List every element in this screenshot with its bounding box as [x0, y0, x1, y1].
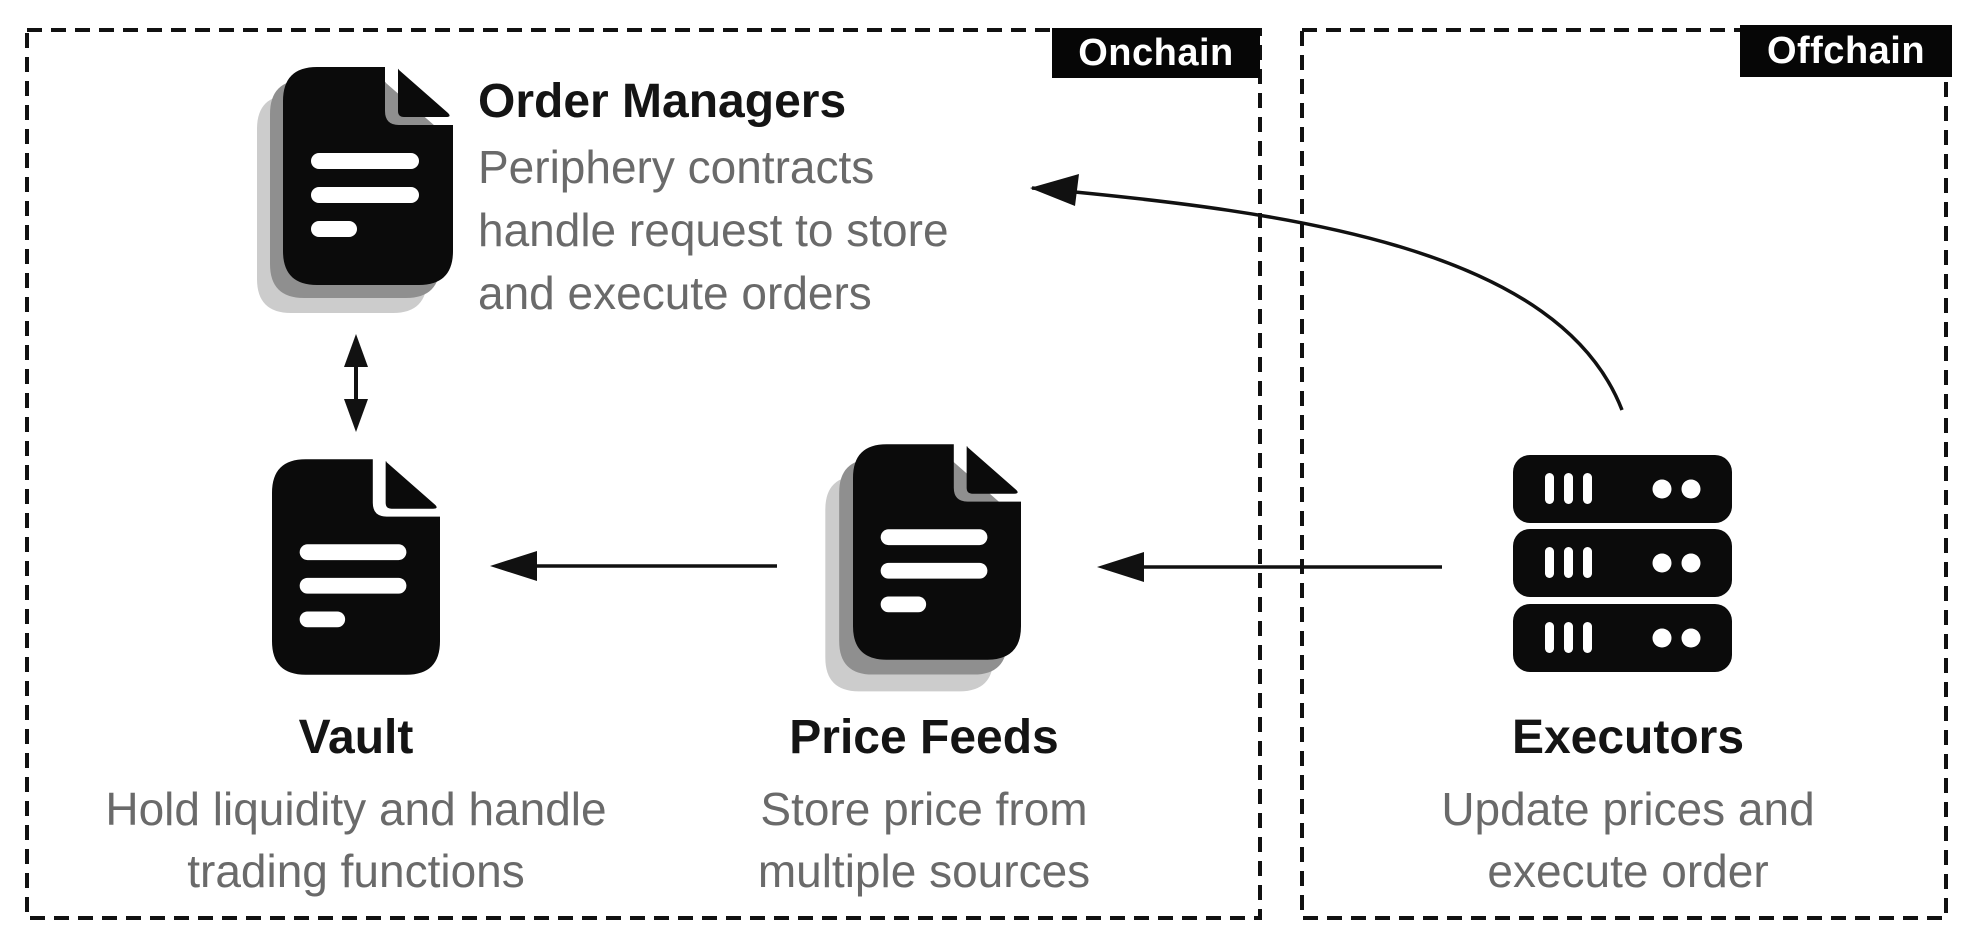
node-description-line: multiple sources [757, 845, 1091, 897]
node-order-managers: Order Managers Periphery contracts handl… [478, 76, 1098, 325]
node-description: Periphery contracts handle request to st… [478, 136, 1098, 325]
node-description-line: Update prices and [1441, 783, 1815, 835]
node-price-feeds: Price Feeds Store price from multiple so… [594, 712, 1254, 902]
arrow-pricefeeds-to-vault [490, 551, 777, 581]
arrow-executors-to-ordermanagers [1030, 174, 1624, 411]
onchain-group-label: Onchain [1052, 28, 1260, 78]
document-icon [272, 459, 440, 675]
node-description-line: Hold liquidity and handle [105, 783, 607, 835]
document-text-lines [880, 529, 988, 613]
offchain-group-box [1300, 28, 1948, 920]
onchain-group-box [25, 28, 1262, 920]
node-title: Vault [298, 711, 414, 764]
node-title: Price Feeds [789, 711, 1059, 764]
node-title: Order Managers [478, 75, 847, 128]
node-description-line: execute order [1487, 845, 1769, 897]
offchain-group-label: Offchain [1740, 25, 1952, 77]
node-description-line: handle request to store [478, 204, 949, 256]
document-icon [825, 444, 1021, 692]
server-detail-lights [1545, 473, 1701, 653]
node-description-line: trading functions [187, 845, 525, 897]
node-executors: Executors Update prices and execute orde… [1298, 712, 1958, 902]
node-description-line: Store price from [760, 783, 1088, 835]
document-text-lines [299, 544, 407, 628]
node-description: Store price from multiple sources [594, 778, 1254, 902]
document-text-lines [311, 153, 419, 237]
node-title: Executors [1511, 711, 1745, 764]
node-description-line: and execute orders [478, 267, 872, 319]
node-description: Hold liquidity and handle trading functi… [26, 778, 686, 902]
arrow-executors-to-pricefeeds [1097, 552, 1442, 582]
arrow-ordermanagers-vault-bidirectional [344, 334, 368, 432]
server-stack-icon [1513, 455, 1732, 672]
node-description-line: Periphery contracts [478, 141, 875, 193]
node-description: Update prices and execute order [1298, 778, 1958, 902]
document-icon [257, 67, 453, 313]
node-vault: Vault Hold liquidity and handle trading … [26, 712, 686, 902]
